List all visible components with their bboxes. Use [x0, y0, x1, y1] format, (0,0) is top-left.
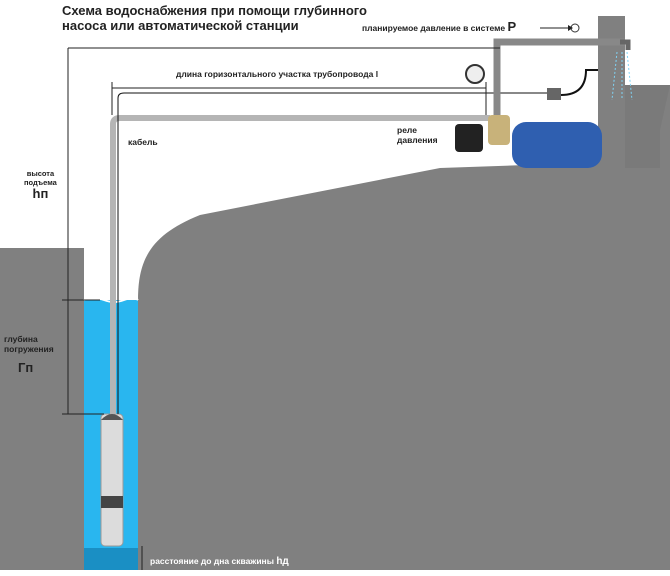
well-bottom: [84, 548, 138, 570]
dimension-lines: [62, 47, 500, 570]
bottom-distance-label: расстояние до дна скважины hд: [150, 556, 289, 568]
depth-line-1: глубина: [4, 334, 38, 344]
pipe-length-label: длина горизонтального участка трубопрово…: [176, 69, 379, 80]
pipe-length-text: длина горизонтального участка трубопрово…: [176, 69, 374, 79]
cable: [117, 92, 550, 414]
bottom-distance-text: расстояние до дна скважины: [150, 556, 274, 566]
pressure-gauge: [465, 64, 485, 84]
diagram-title: Схема водоснабжения при помощи глубинног…: [62, 3, 367, 34]
pressure-tank: [512, 122, 602, 168]
lift-symbol: hп: [32, 186, 49, 202]
pressure-label-text: планируемое давление в системе: [362, 23, 506, 33]
pipe-length-symbol: l: [375, 69, 379, 79]
pressure-label: планируемое давление в системе P: [362, 19, 517, 35]
water-stream: [611, 51, 633, 101]
pressure-relay: [455, 124, 483, 152]
title-line-1: Схема водоснабжения при помощи глубинног…: [62, 3, 367, 18]
pressure-symbol: P: [507, 19, 517, 34]
power-cord: [560, 69, 598, 96]
socket: [547, 88, 561, 100]
five-way-fitting: [488, 115, 510, 145]
depth-line-2: погружения: [4, 343, 54, 354]
tap: [620, 39, 631, 50]
lift-line-1: высота: [26, 169, 55, 178]
title-line-2: насоса или автоматической станции: [62, 17, 299, 33]
depth-symbol: Гп: [18, 359, 34, 375]
relay-line-1: реле: [397, 125, 417, 135]
house-pipe: [493, 38, 625, 125]
relay-line-2: давления: [397, 134, 438, 145]
submersible-pump: [100, 413, 124, 547]
ground-left: [0, 248, 84, 570]
ground-right: [138, 160, 670, 570]
lift-line-2: подъема: [24, 177, 57, 187]
water-pipe: [110, 115, 490, 414]
sink: [625, 85, 670, 168]
bottom-distance-symbol: hд: [276, 556, 289, 567]
cable-label: кабель: [128, 137, 158, 147]
